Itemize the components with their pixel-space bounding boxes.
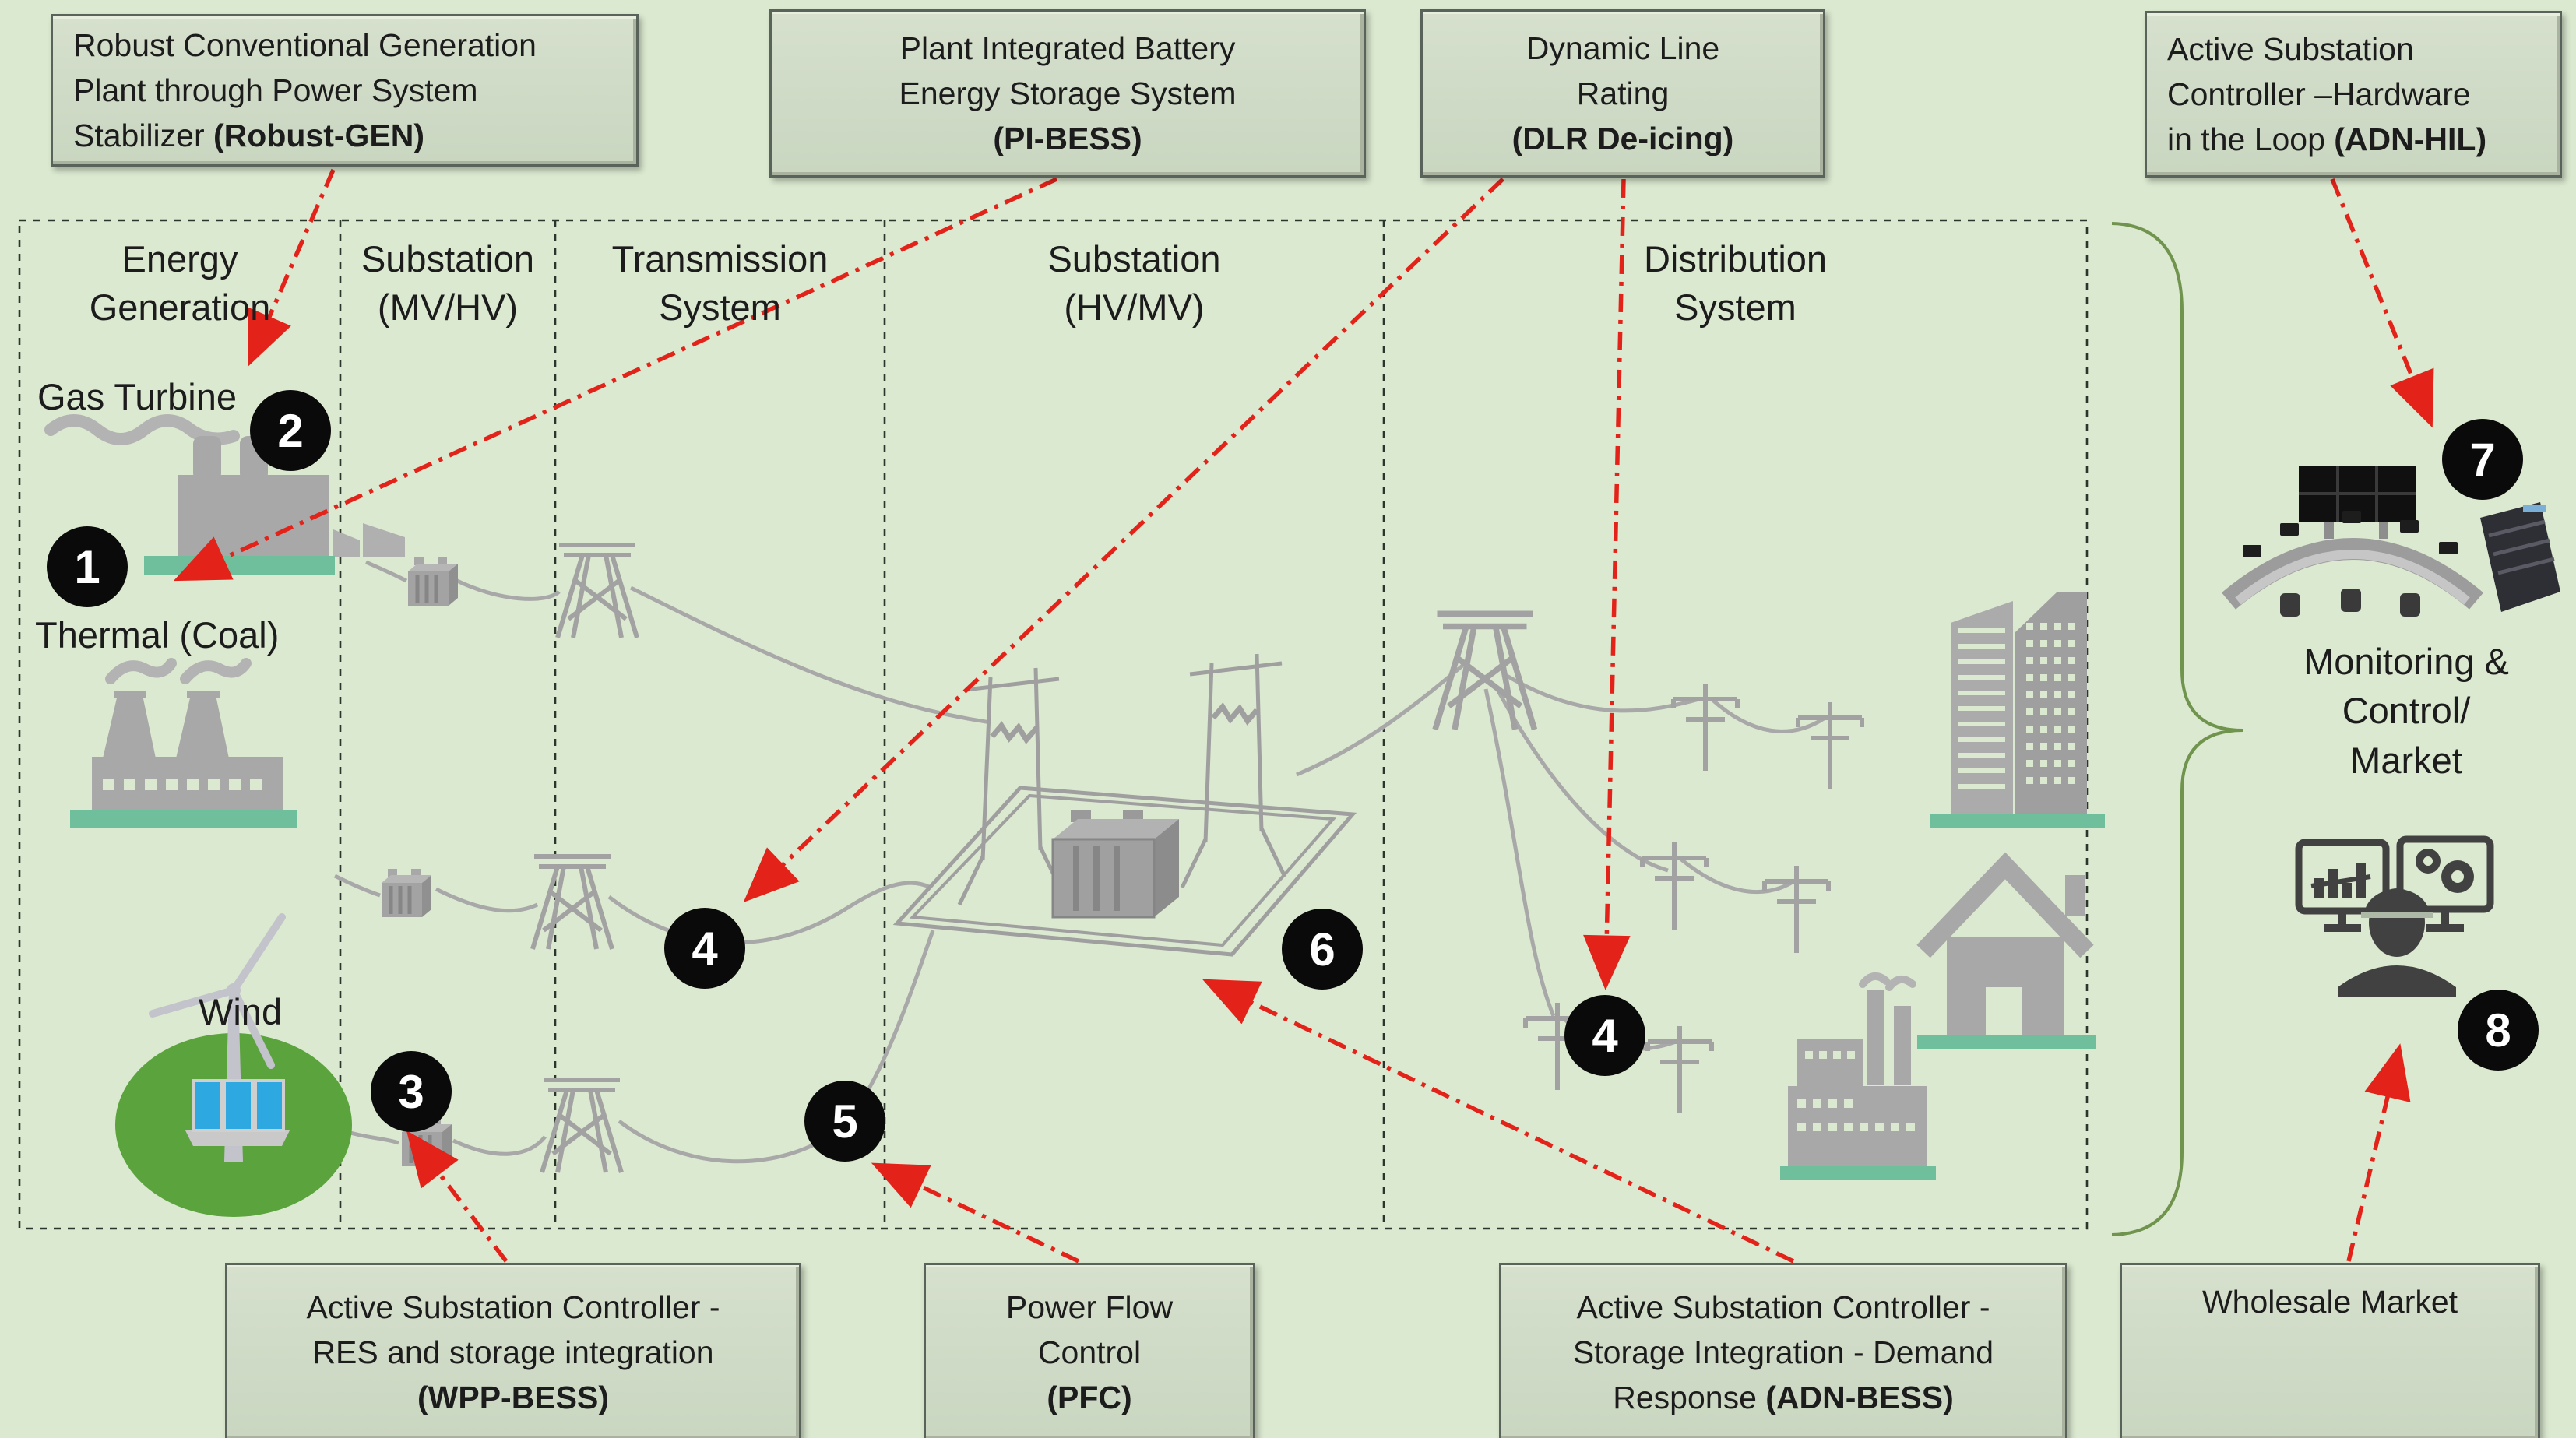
box-text: Plant Integrated Battery Energy Storage … <box>899 30 1237 111</box>
distribution-pole-icon <box>1673 684 1737 771</box>
box-text: Robust Conventional Generation Plant thr… <box>73 26 537 154</box>
box-acronym: (DLR De-icing) <box>1511 121 1734 157</box>
wind-farm-icon <box>115 913 352 1217</box>
badge-5: 5 <box>804 1081 885 1162</box>
box-text: Power Flow Control <box>1005 1289 1174 1370</box>
thermal-coal-plant-icon <box>70 658 297 828</box>
arrow-adn-hil <box>2330 178 2434 428</box>
zone-header-energy-generation: Energy Generation <box>89 238 271 329</box>
arrow-pi-bess <box>173 177 1058 582</box>
box-acronym: (ADN-BESS) <box>1765 1380 1954 1416</box>
transformer-icon <box>382 869 431 917</box>
house-icon <box>1916 852 2096 1049</box>
label-monitoring-control-market: Monitoring & Control/ Market <box>2303 641 2509 781</box>
arrow-wholesale <box>2346 1043 2411 1262</box>
transformer-icon <box>408 557 458 606</box>
distribution-pole-icon <box>1648 1026 1712 1113</box>
label-thermal-coal: Thermal (Coal) <box>35 614 280 656</box>
badge-2: 2 <box>250 390 331 471</box>
box-text: Active Substation Controller - RES and s… <box>306 1289 720 1370</box>
city-buildings-icon <box>1930 592 2105 828</box>
power-lines <box>333 560 1825 1164</box>
badge-1: 1 <box>47 526 128 607</box>
transmission-tower-icon <box>558 545 637 638</box>
label-box-adn-hil: Active Substation Controller –Hardware i… <box>2145 11 2562 178</box>
box-text: Active Substation Controller - Storage I… <box>1572 1289 1994 1416</box>
label-box-adn-bess: Active Substation Controller - Storage I… <box>1499 1263 2067 1442</box>
label-gas-turbine: Gas Turbine <box>37 376 238 417</box>
label-wind: Wind <box>199 991 283 1032</box>
box-acronym: (Robust-GEN) <box>213 118 425 154</box>
badge-3: 3 <box>371 1051 452 1132</box>
distribution-pole-icon <box>1642 842 1706 930</box>
zone-header-substation-mv-hv: Substation (MV/HV) <box>361 238 535 329</box>
brace <box>2111 222 2243 1236</box>
arrow-adn-bess <box>1202 979 1795 1264</box>
factory-icon <box>1780 972 1936 1180</box>
distribution-pole-icon <box>1798 702 1862 789</box>
zone-header-substation-hv-mv: Substation (HV/MV) <box>1047 238 1221 329</box>
arrow-robust-gen <box>247 168 336 367</box>
distribution-pole-icon <box>1765 866 1828 953</box>
label-box-pfc: Power Flow Control (PFC) <box>924 1263 1255 1442</box>
annotation-arrows <box>173 168 2434 1264</box>
arrow-pfc <box>871 1162 1080 1264</box>
label-box-robust-gen: Robust Conventional Generation Plant thr… <box>51 14 639 167</box>
box-acronym: (WPP-BESS) <box>417 1380 609 1416</box>
box-acronym: (PI-BESS) <box>993 121 1142 157</box>
badge-4-distribution: 4 <box>1564 995 1645 1076</box>
badge-4-transmission: 4 <box>664 908 745 989</box>
box-acronym: (PFC) <box>1047 1380 1132 1416</box>
label-box-dlr: Dynamic Line Rating (DLR De-icing) <box>1420 9 1825 178</box>
badge-6: 6 <box>1282 909 1363 990</box>
badge-8: 8 <box>2458 990 2539 1071</box>
zone-header-transmission-system: Transmission System <box>611 238 829 329</box>
transmission-tower-icon <box>542 1080 621 1172</box>
box-text: Wholesale Market <box>2201 1284 2458 1320</box>
badge-7: 7 <box>2442 419 2523 500</box>
slide-bottom-edge <box>0 1438 2576 1452</box>
transmission-tower-icon <box>1435 613 1535 730</box>
battery-storage-icon <box>1051 810 1179 919</box>
zone-header-distribution-system: Distribution System <box>1643 238 1828 329</box>
arrow-dlr-transmission <box>743 178 1504 902</box>
label-box-wholesale-market: Wholesale Market <box>2120 1263 2540 1442</box>
label-box-wpp-bess: Active Substation Controller - RES and s… <box>225 1263 801 1442</box>
box-text: Active Substation Controller –Hardware i… <box>2167 30 2471 158</box>
box-acronym: (ADN-HIL) <box>2334 121 2487 158</box>
server-rack-icon <box>2480 502 2560 612</box>
box-text: Dynamic Line Rating <box>1526 30 1720 111</box>
arrow-wpp-bess <box>406 1130 509 1263</box>
label-box-pi-bess: Plant Integrated Battery Energy Storage … <box>769 9 1366 178</box>
transmission-tower-icon <box>533 856 612 949</box>
operator-with-monitors-icon <box>2295 835 2494 997</box>
substation-platform-icon <box>892 653 1357 957</box>
control-room-icon <box>2222 466 2484 617</box>
